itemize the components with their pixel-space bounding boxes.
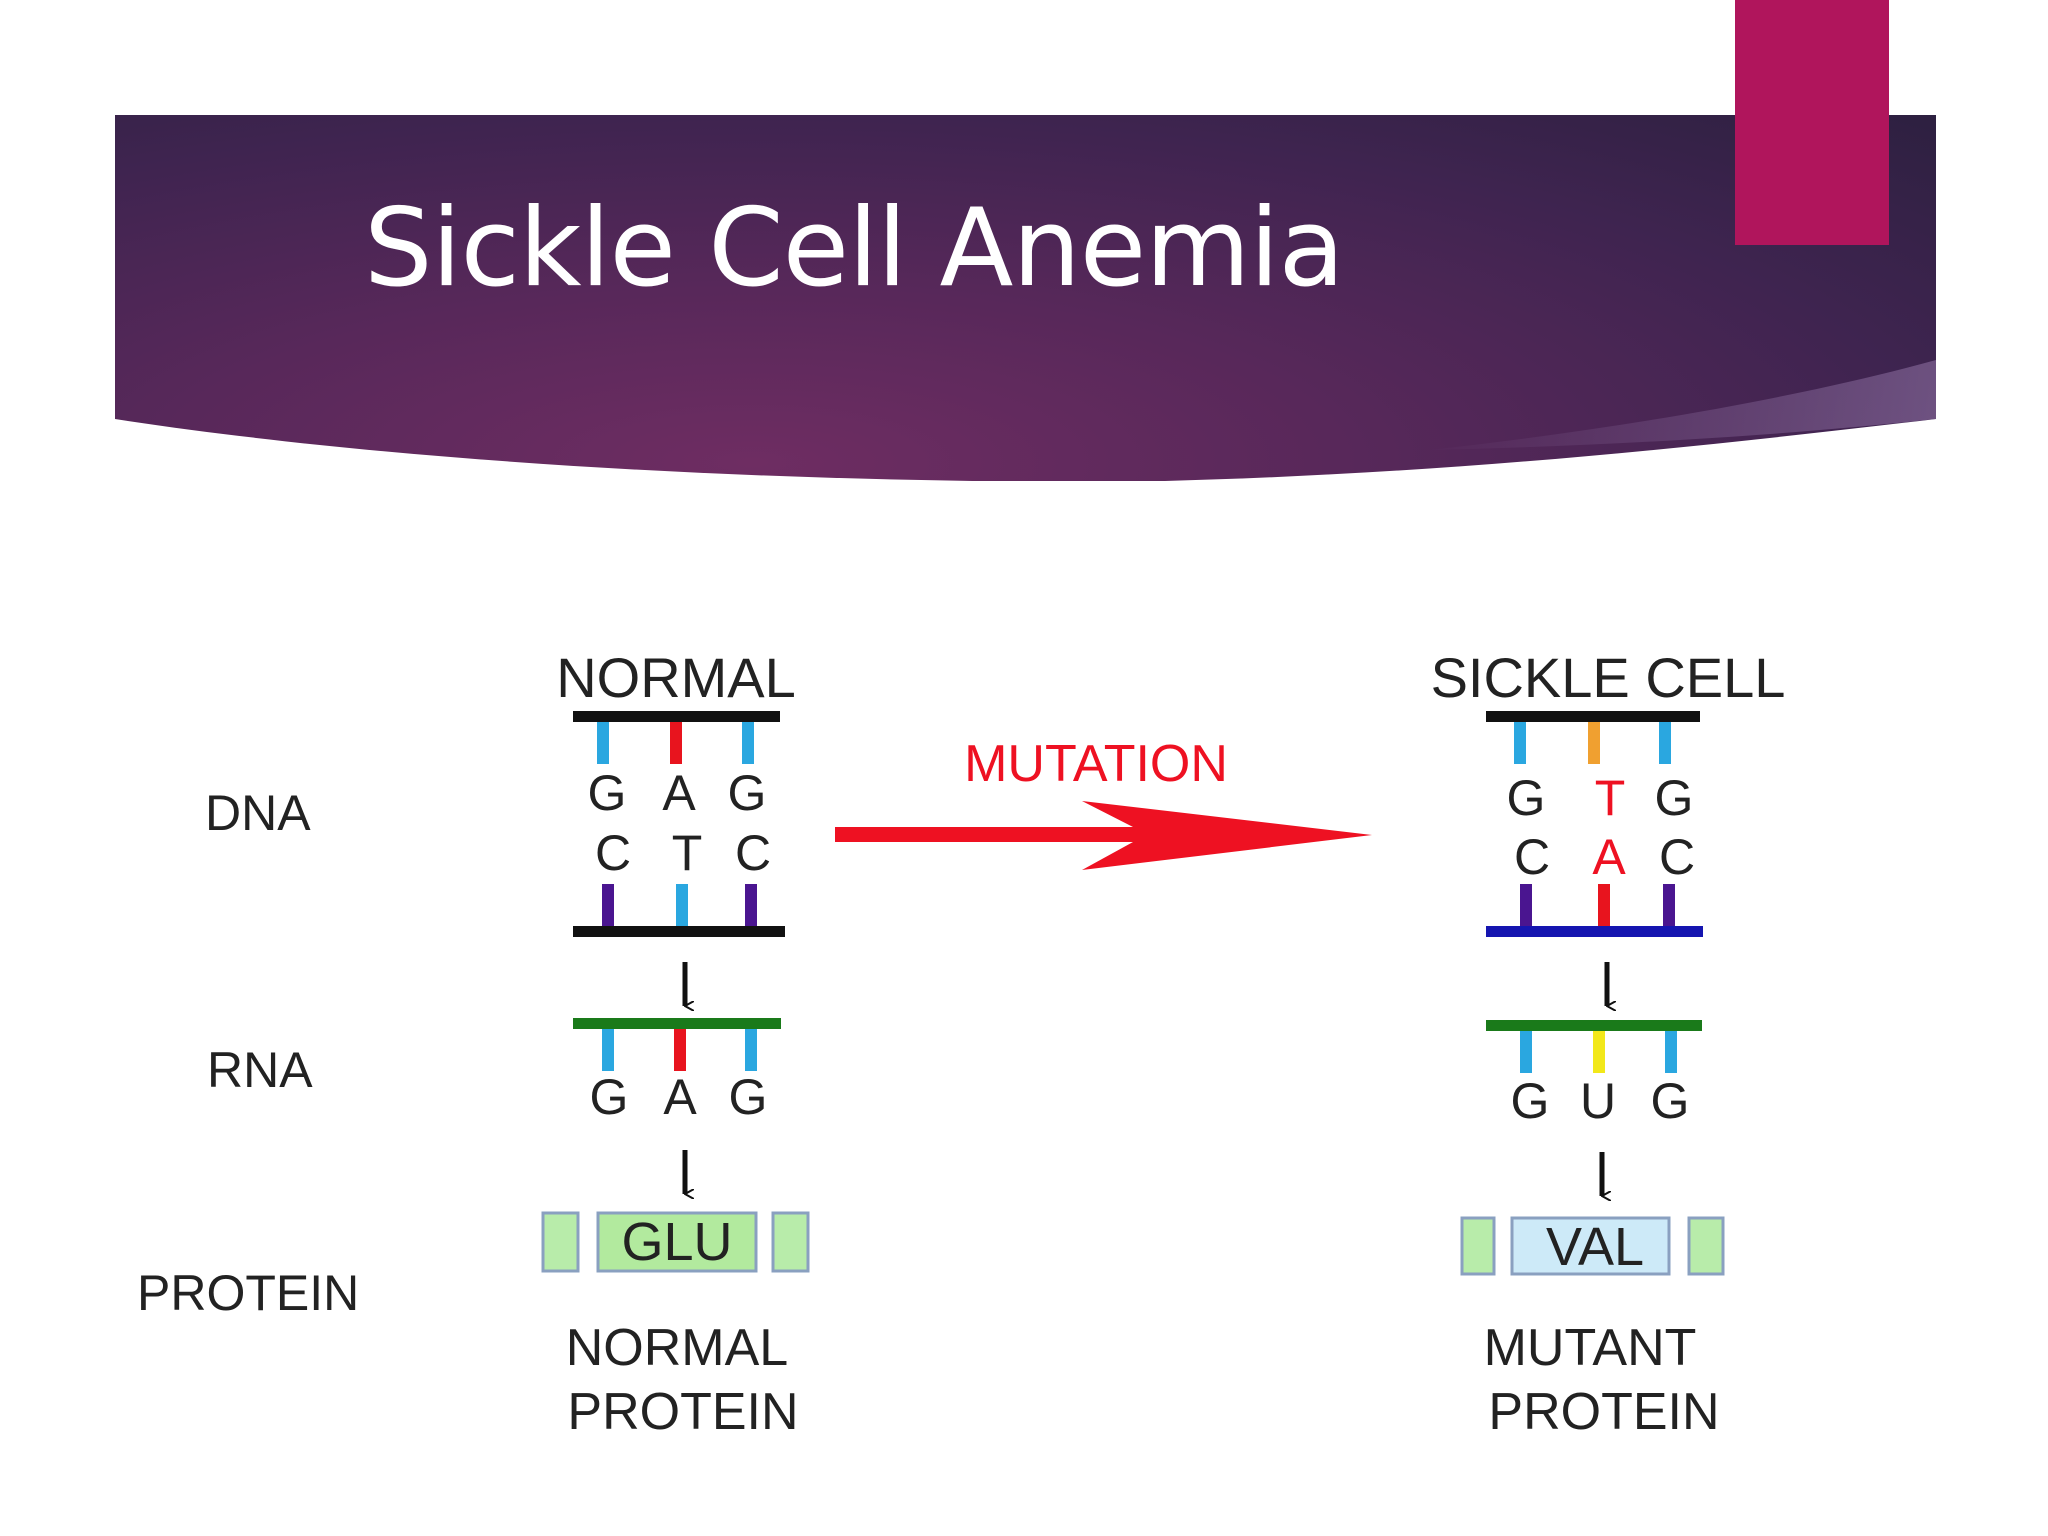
normal-dna-bottom-strand — [573, 926, 785, 937]
row-label-rna: RNA — [207, 1042, 313, 1098]
sickle-protein-val-label: VAL — [1546, 1217, 1644, 1277]
normal-dna-top-base-1 — [597, 722, 609, 764]
normal-rna-base-3 — [745, 1029, 757, 1071]
sickle-dna-bottom-base-2 — [1598, 884, 1610, 926]
normal-dna-top-letter-1: G — [588, 765, 627, 821]
sickle-dna-bottom-strand — [1486, 926, 1703, 937]
normal-dna-top-strand — [573, 711, 780, 722]
normal-rna-letter-3: G — [729, 1069, 768, 1125]
normal-dna-bottom-base-1 — [602, 884, 614, 926]
normal-rna-base-2 — [674, 1029, 686, 1071]
sickle-dna-bottom-letter-3: C — [1659, 829, 1695, 885]
normal-rna-base-1 — [602, 1029, 614, 1071]
normal-protein-glu-box — [596, 1211, 758, 1273]
sickle-rna-base-3 — [1665, 1031, 1677, 1073]
sickle-protein-flank-right — [1687, 1216, 1725, 1276]
sickle-dna-bottom-base-3 — [1663, 884, 1675, 926]
normal-dna-bottom-letter-2: T — [672, 825, 703, 881]
normal-dna-top-letter-2: A — [662, 765, 696, 821]
sickle-dna-top-letter-3: G — [1655, 770, 1694, 826]
sickle-protein-flank-left — [1460, 1216, 1496, 1276]
sickle-heading: SICKLE CELL — [1431, 646, 1786, 709]
sickle-rna-letter-3: G — [1651, 1073, 1690, 1129]
normal-rna-letter-2: A — [663, 1069, 697, 1125]
sickle-rna-base-1 — [1520, 1031, 1532, 1073]
normal-protein-flank-right — [771, 1211, 810, 1273]
sickle-dna-top-letter-1: G — [1507, 770, 1546, 826]
slide-title: Sickle Cell Anemia — [364, 186, 1345, 311]
sickle-rna-strand — [1486, 1020, 1702, 1031]
sickle-dna-bottom-letter-2: A — [1592, 829, 1626, 885]
normal-protein-flank-left — [541, 1211, 580, 1273]
normal-rna-strand — [573, 1018, 781, 1029]
mutation-arrow — [835, 801, 1372, 870]
normal-dna-top-base-2 — [670, 722, 682, 764]
normal-protein-caption-line2: PROTEIN — [567, 1383, 798, 1441]
sickle-dna-bottom-base-1 — [1520, 884, 1532, 926]
sickle-rna-letter-2: U — [1580, 1073, 1616, 1129]
sickle-dna-top-strand — [1486, 711, 1700, 722]
sickle-dna-top-base-1 — [1514, 722, 1526, 764]
sickle-protein-caption-line2: PROTEIN — [1488, 1383, 1719, 1441]
normal-protein-caption-line1: NORMAL — [566, 1319, 788, 1377]
normal-heading: NORMAL — [556, 646, 796, 709]
normal-dna-bottom-base-2 — [676, 884, 688, 926]
row-label-protein: PROTEIN — [137, 1265, 359, 1321]
sickle-protein-caption-line1: MUTANT — [1484, 1319, 1697, 1377]
title-banner — [115, 115, 1936, 481]
normal-dna-top-letter-3: G — [728, 765, 767, 821]
sickle-dna-top-letter-2: T — [1595, 770, 1626, 826]
sickle-rna-letter-1: G — [1511, 1073, 1550, 1129]
mutation-label: MUTATION — [964, 735, 1228, 793]
normal-protein-glu-label: GLU — [621, 1212, 732, 1272]
sickle-rna-base-2 — [1593, 1031, 1605, 1073]
normal-rna-letter-1: G — [590, 1069, 629, 1125]
sickle-dna-top-base-3 — [1659, 722, 1671, 764]
normal-dna-bottom-letter-3: C — [735, 825, 771, 881]
normal-dna-top-base-3 — [742, 722, 754, 764]
row-label-dna: DNA — [205, 785, 311, 841]
sickle-dna-bottom-letter-1: C — [1514, 829, 1550, 885]
normal-dna-bottom-letter-1: C — [595, 825, 631, 881]
sickle-dna-top-base-2 — [1588, 722, 1600, 764]
sickle-protein-val-box — [1510, 1216, 1671, 1276]
normal-dna-bottom-base-3 — [745, 884, 757, 926]
accent-tab — [1735, 0, 1889, 245]
